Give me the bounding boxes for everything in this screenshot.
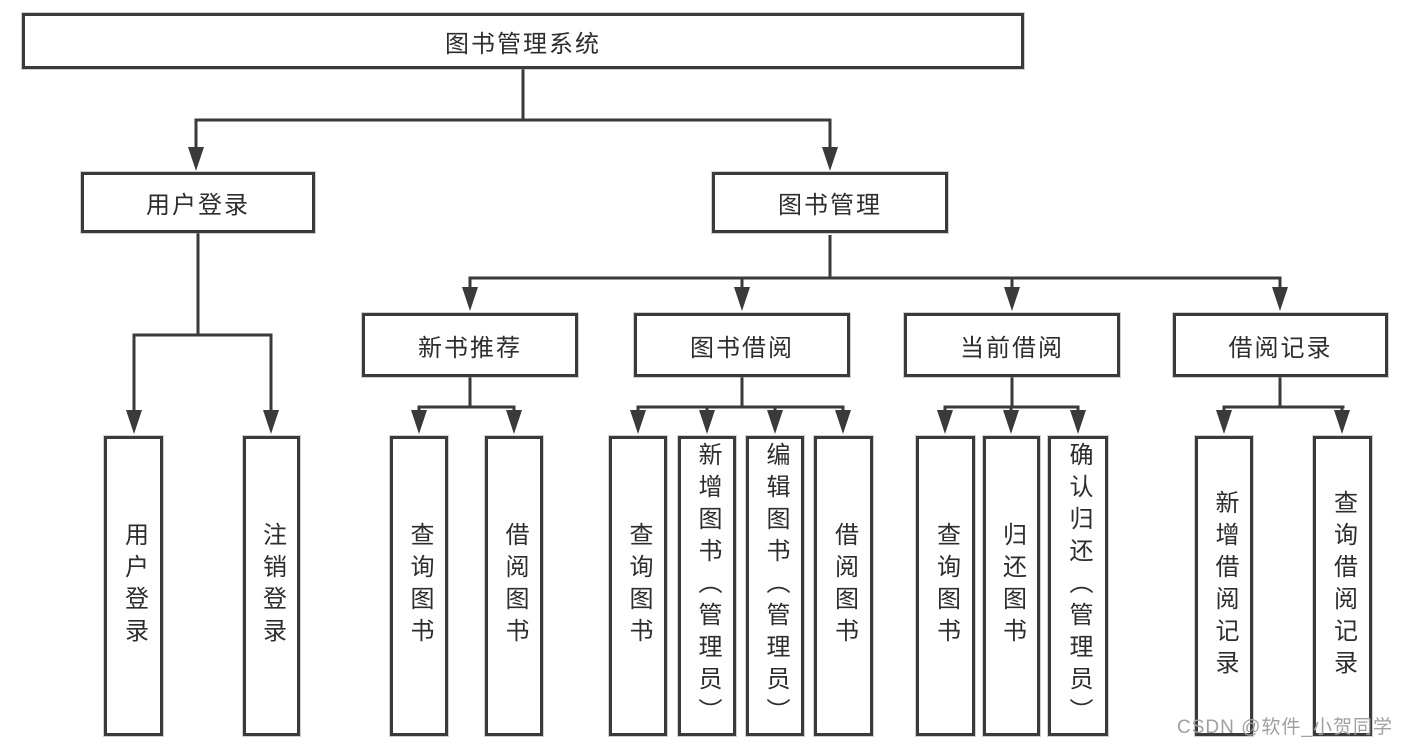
leaf-query-borrow-record-label: 查询借阅记录 [1329, 490, 1357, 682]
leaf-query-books-current-label: 查询图书 [932, 522, 960, 650]
leaf-add-books-admin: 新增图书（管理员） [678, 436, 736, 736]
leaf-return-books-label: 归还图书 [998, 522, 1026, 650]
connector-root-to-level2 [188, 69, 838, 171]
node-new-book-recommendation: 新书推荐 [362, 313, 578, 377]
leaf-return-books: 归还图书 [983, 436, 1040, 736]
leaf-user-login: 用户登录 [104, 436, 163, 736]
connector-book-management-to-level3 [462, 235, 1288, 311]
node-book-borrowing: 图书借阅 [634, 313, 850, 377]
node-user-login: 用户登录 [81, 172, 315, 233]
leaf-borrow-books-borrowing: 借阅图书 [814, 436, 873, 736]
connector-recommend-group [411, 377, 522, 434]
node-book-management-label: 图书管理 [778, 192, 882, 219]
node-user-login-label: 用户登录 [146, 192, 250, 219]
node-borrowing-records-label: 借阅记录 [1228, 334, 1333, 362]
connector-user-login-group [126, 233, 279, 434]
leaf-user-login-label: 用户登录 [120, 522, 148, 650]
node-book-borrowing-label: 图书借阅 [690, 334, 794, 362]
node-borrowing-records: 借阅记录 [1173, 313, 1388, 377]
watermark-text: CSDN @软件_小贺同学 [1177, 717, 1393, 738]
leaf-query-books-borrowing: 查询图书 [609, 436, 667, 736]
connector-current-group [937, 377, 1086, 434]
leaf-confirm-return-admin: 确认归还（管理员） [1048, 436, 1108, 736]
leaf-query-books-borrowing-label: 查询图书 [625, 522, 652, 650]
leaf-query-books-current: 查询图书 [916, 436, 975, 736]
leaf-logout: 注销登录 [243, 436, 300, 736]
leaf-query-borrow-record: 查询借阅记录 [1313, 436, 1372, 736]
leaf-confirm-return-admin-label: 确认归还（管理员） [1065, 442, 1092, 730]
leaf-edit-books-admin: 编辑图书（管理员） [746, 436, 804, 736]
leaf-query-books-recommend: 查询图书 [390, 436, 448, 736]
leaf-add-borrow-record: 新增借阅记录 [1195, 436, 1253, 736]
leaf-borrow-books-recommend: 借阅图书 [485, 436, 543, 736]
leaf-borrow-books-borrowing-label: 借阅图书 [830, 522, 858, 650]
node-new-book-recommendation-label: 新书推荐 [418, 334, 522, 362]
node-current-borrowing: 当前借阅 [904, 313, 1120, 377]
leaf-query-books-recommend-label: 查询图书 [406, 522, 433, 650]
leaf-edit-books-admin-label: 编辑图书（管理员） [762, 442, 789, 730]
node-library-system-label: 图书管理系统 [445, 30, 601, 58]
leaf-add-books-admin-label: 新增图书（管理员） [694, 442, 721, 730]
leaf-logout-label: 注销登录 [258, 522, 286, 650]
node-library-system: 图书管理系统 [22, 13, 1024, 69]
leaf-add-borrow-record-label: 新增借阅记录 [1211, 490, 1238, 682]
node-current-borrowing-label: 当前借阅 [960, 334, 1064, 362]
connector-records-group [1216, 377, 1350, 434]
leaf-borrow-books-recommend-label: 借阅图书 [501, 522, 528, 650]
connector-borrowing-group [630, 377, 851, 434]
node-book-management: 图书管理 [712, 172, 948, 233]
